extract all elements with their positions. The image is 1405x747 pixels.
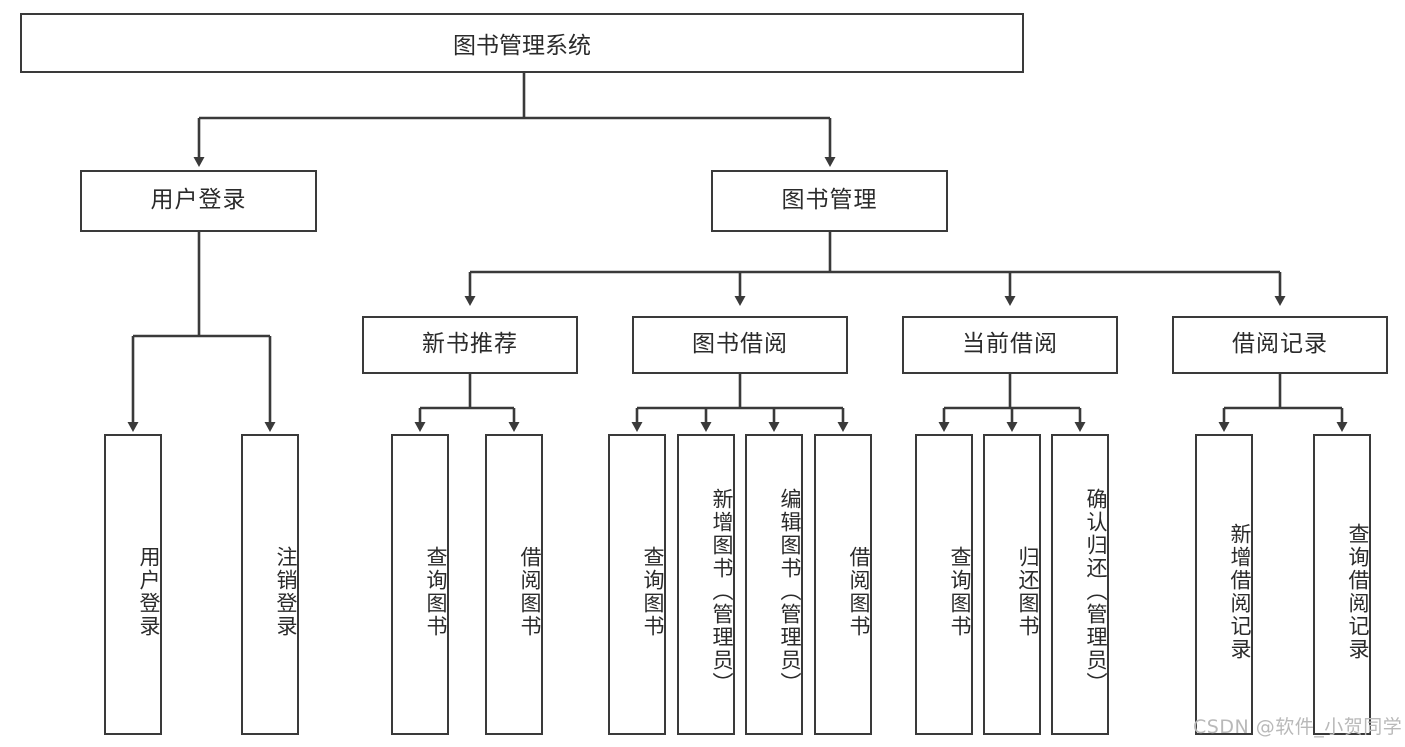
node-borrow-record-label: 借阅记录 <box>1232 331 1328 358</box>
leaf-label: 查询图书 <box>641 545 665 638</box>
leaf-book-borrow-borrow-book[interactable]: 借阅图书 <box>814 434 872 735</box>
node-new-book-recommend-label: 新书推荐 <box>422 331 518 358</box>
leaf-label: 新增图书（管理员） <box>710 488 734 695</box>
leaf-label: 归还图书 <box>1016 545 1040 638</box>
node-current-borrow-label: 当前借阅 <box>962 331 1058 358</box>
node-current-borrow[interactable]: 当前借阅 <box>902 316 1118 374</box>
node-new-book-recommend[interactable]: 新书推荐 <box>362 316 578 374</box>
leaf-new-book-borrow-book[interactable]: 借阅图书 <box>485 434 543 735</box>
leaf-label: 查询借阅记录 <box>1346 522 1370 661</box>
leaf-label: 用户登录 <box>137 545 161 638</box>
leaf-label: 借阅图书 <box>518 545 542 638</box>
leaf-current-borrow-confirm-return-admin[interactable]: 确认归还（管理员） <box>1051 434 1109 735</box>
leaf-label: 确认归还（管理员） <box>1084 488 1108 695</box>
leaf-label: 查询图书 <box>948 545 972 638</box>
node-book-borrow[interactable]: 图书借阅 <box>632 316 848 374</box>
node-root-label: 图书管理系统 <box>453 33 591 59</box>
leaf-new-book-query-book[interactable]: 查询图书 <box>391 434 449 735</box>
node-user-login-label: 用户登录 <box>150 187 247 214</box>
leaf-book-borrow-query-book[interactable]: 查询图书 <box>608 434 666 735</box>
node-book-borrow-label: 图书借阅 <box>692 331 788 358</box>
leaf-current-borrow-query-book[interactable]: 查询图书 <box>915 434 973 735</box>
leaf-label: 注销登录 <box>274 545 298 638</box>
watermark-text: CSDN @软件_小贺同学 <box>1193 716 1403 738</box>
leaf-borrow-record-query-record[interactable]: 查询借阅记录 <box>1313 434 1371 735</box>
leaf-borrow-record-add-record[interactable]: 新增借阅记录 <box>1195 434 1253 735</box>
node-book-management[interactable]: 图书管理 <box>711 170 948 232</box>
leaf-user-login-login[interactable]: 用户登录 <box>104 434 162 735</box>
leaf-book-borrow-add-book-admin[interactable]: 新增图书（管理员） <box>677 434 735 735</box>
node-book-management-label: 图书管理 <box>781 187 878 214</box>
leaf-book-borrow-edit-book-admin[interactable]: 编辑图书（管理员） <box>745 434 803 735</box>
node-borrow-record[interactable]: 借阅记录 <box>1172 316 1388 374</box>
node-root-system[interactable]: 图书管理系统 <box>20 13 1024 73</box>
leaf-label: 借阅图书 <box>847 545 871 638</box>
leaf-label: 查询图书 <box>424 545 448 638</box>
node-user-login[interactable]: 用户登录 <box>80 170 317 232</box>
leaf-current-borrow-return-book[interactable]: 归还图书 <box>983 434 1041 735</box>
leaf-label: 新增借阅记录 <box>1228 522 1252 661</box>
leaf-label: 编辑图书（管理员） <box>778 488 802 695</box>
leaf-user-login-logout[interactable]: 注销登录 <box>241 434 299 735</box>
